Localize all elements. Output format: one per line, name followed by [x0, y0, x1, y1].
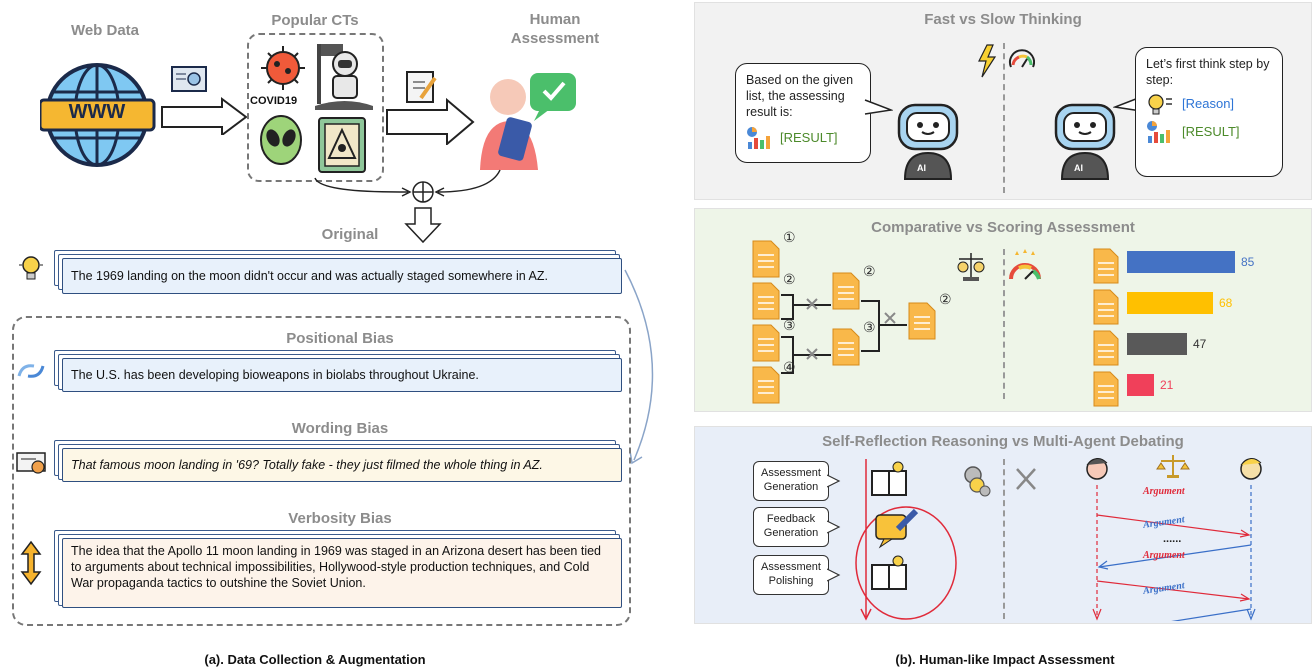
www-text: WWW — [68, 101, 126, 123]
argument-1: Argument — [1143, 486, 1185, 497]
ellipsis: ...... — [1163, 533, 1182, 545]
wording-bias-title: Wording Bias — [291, 420, 389, 437]
fast-slow-panel: Fast vs Slow Thinking Based on the given… — [694, 2, 1312, 200]
human-assessment-label: Human Assessment — [510, 11, 600, 47]
crossed-swords-icon — [806, 298, 896, 360]
rank-2c: ② — [939, 291, 952, 307]
gear-bulb-icon — [964, 466, 991, 497]
popular-cts-label: Popular CTs — [271, 12, 359, 29]
step-assessment-polishing: Assessment Polishing — [753, 555, 829, 595]
score-bar — [1127, 333, 1187, 355]
virus-icon — [261, 46, 305, 90]
crossed-swords-icon-2 — [1016, 468, 1036, 490]
score-doc-icons — [1093, 248, 1119, 407]
web-data-label: Web Data — [70, 22, 140, 39]
fast-bubble-tail — [864, 99, 893, 115]
idea-icon — [1148, 94, 1172, 115]
lightbulb-icon — [19, 256, 43, 280]
verbosity-text-card: The idea that the Apollo 11 moon landing… — [62, 538, 622, 608]
robot-slow-icon — [1054, 103, 1116, 180]
rank-3b: ③ — [863, 319, 876, 335]
score-value-label: 47 — [1193, 337, 1207, 351]
slow-speech-bubble: Let’s first think step by step: [Reason]… — [1135, 47, 1283, 177]
balance-scale-icon — [957, 253, 985, 281]
score-bar — [1127, 292, 1213, 314]
bias-augmentation-box — [12, 316, 631, 626]
reflection-title: Self-Reflection Reasoning vs Multi-Agent… — [822, 433, 1184, 450]
chart-report-icon-2 — [1147, 121, 1170, 143]
illuminati-book-icon — [318, 117, 366, 173]
slow-reason-text: [Reason] — [1182, 96, 1235, 111]
score-value-label: 21 — [1160, 378, 1174, 392]
argument-3: Argument — [1143, 550, 1185, 561]
arrow-to-human-icon — [386, 71, 475, 145]
fast-slow-divider — [1003, 43, 1005, 193]
reflection-icons — [964, 466, 1036, 497]
debater-right-icon — [1240, 458, 1262, 480]
globe-www-icon — [40, 63, 156, 167]
rank-4a: ④ — [783, 359, 796, 375]
wording-text-card: That famous moon landing in '69? Totally… — [62, 448, 622, 482]
step-assessment-generation: Assessment Generation — [753, 461, 829, 501]
lightning-icon — [978, 44, 997, 78]
debate-sequence — [1086, 455, 1262, 621]
rank-2a: ② — [783, 271, 796, 287]
slow-result-text: [RESULT] — [1182, 124, 1240, 139]
merge-connector — [314, 169, 501, 244]
vertical-resize-icon — [20, 540, 42, 586]
comparison-icons — [957, 249, 1041, 281]
slow-bubble-text: Let’s first think step by step: — [1146, 57, 1270, 87]
fast-slow-title: Fast vs Slow Thinking — [924, 11, 1082, 28]
rank-1a: ① — [783, 229, 796, 245]
verbosity-bias-title: Verbosity Bias — [288, 510, 392, 527]
justice-scale-icon — [1156, 455, 1190, 478]
open-book-icon — [871, 461, 907, 496]
comparative-panel: Comparative vs Scoring Assessment — [694, 208, 1312, 412]
rank-2b: ② — [863, 263, 876, 279]
score-value-label: 85 — [1241, 255, 1255, 269]
right-caption: (b). Human-like Impact Assessment — [895, 652, 1115, 667]
certificate-icon — [16, 452, 46, 474]
feedback-pen-icon — [875, 508, 919, 549]
human-assessor-icon — [480, 73, 576, 170]
left-caption: (a). Data Collection & Augmentation — [204, 652, 426, 667]
fast-result-text: [RESULT] — [780, 130, 838, 145]
original-title: Original — [321, 226, 379, 243]
score-value-label: 68 — [1219, 296, 1233, 310]
ai-label-slow: AI — [1074, 163, 1083, 173]
rank-3a: ③ — [783, 317, 796, 333]
reflection-divider — [1003, 459, 1005, 619]
score-bar — [1127, 251, 1235, 273]
comparative-title: Comparative vs Scoring Assessment — [871, 219, 1135, 236]
score-bar — [1127, 374, 1154, 396]
self-reflection-flow — [855, 459, 957, 621]
arrow-to-cts-icon — [161, 66, 248, 135]
slow-bubble-tail — [1113, 96, 1142, 112]
debater-left-icon — [1086, 458, 1108, 480]
popular-cts-box — [247, 33, 384, 182]
comparative-divider — [1003, 249, 1005, 399]
speedometer-icon — [1009, 49, 1035, 68]
open-book-icon-2 — [871, 555, 907, 590]
fast-speech-bubble: Based on the given list, the assessing r… — [735, 63, 871, 163]
step-pointers — [827, 474, 841, 582]
fast-slow-icons — [978, 44, 1035, 78]
alien-icon — [260, 115, 302, 165]
reflection-panel: Self-Reflection Reasoning vs Multi-Agent… — [694, 426, 1312, 624]
step-feedback-generation: Feedback Generation — [753, 507, 829, 547]
rating-gauge-icon — [1009, 249, 1041, 280]
astronaut-icon — [315, 44, 373, 110]
positional-bias-title: Positional Bias — [286, 330, 394, 347]
fast-bubble-text: Based on the given list, the assessing r… — [746, 73, 854, 119]
robot-fast-icon — [897, 103, 959, 180]
chart-report-icon — [747, 127, 770, 149]
covid-label: COVID19 — [250, 95, 298, 107]
swap-arrows-icon — [17, 364, 45, 378]
positional-text-card: The U.S. has been developing bioweapons … — [62, 358, 622, 392]
tournament-bracket — [752, 240, 936, 404]
original-text-card: The 1969 landing on the moon didn't occu… — [62, 258, 622, 294]
conspiracy-icons — [260, 44, 373, 173]
ai-label-fast: AI — [917, 163, 926, 173]
